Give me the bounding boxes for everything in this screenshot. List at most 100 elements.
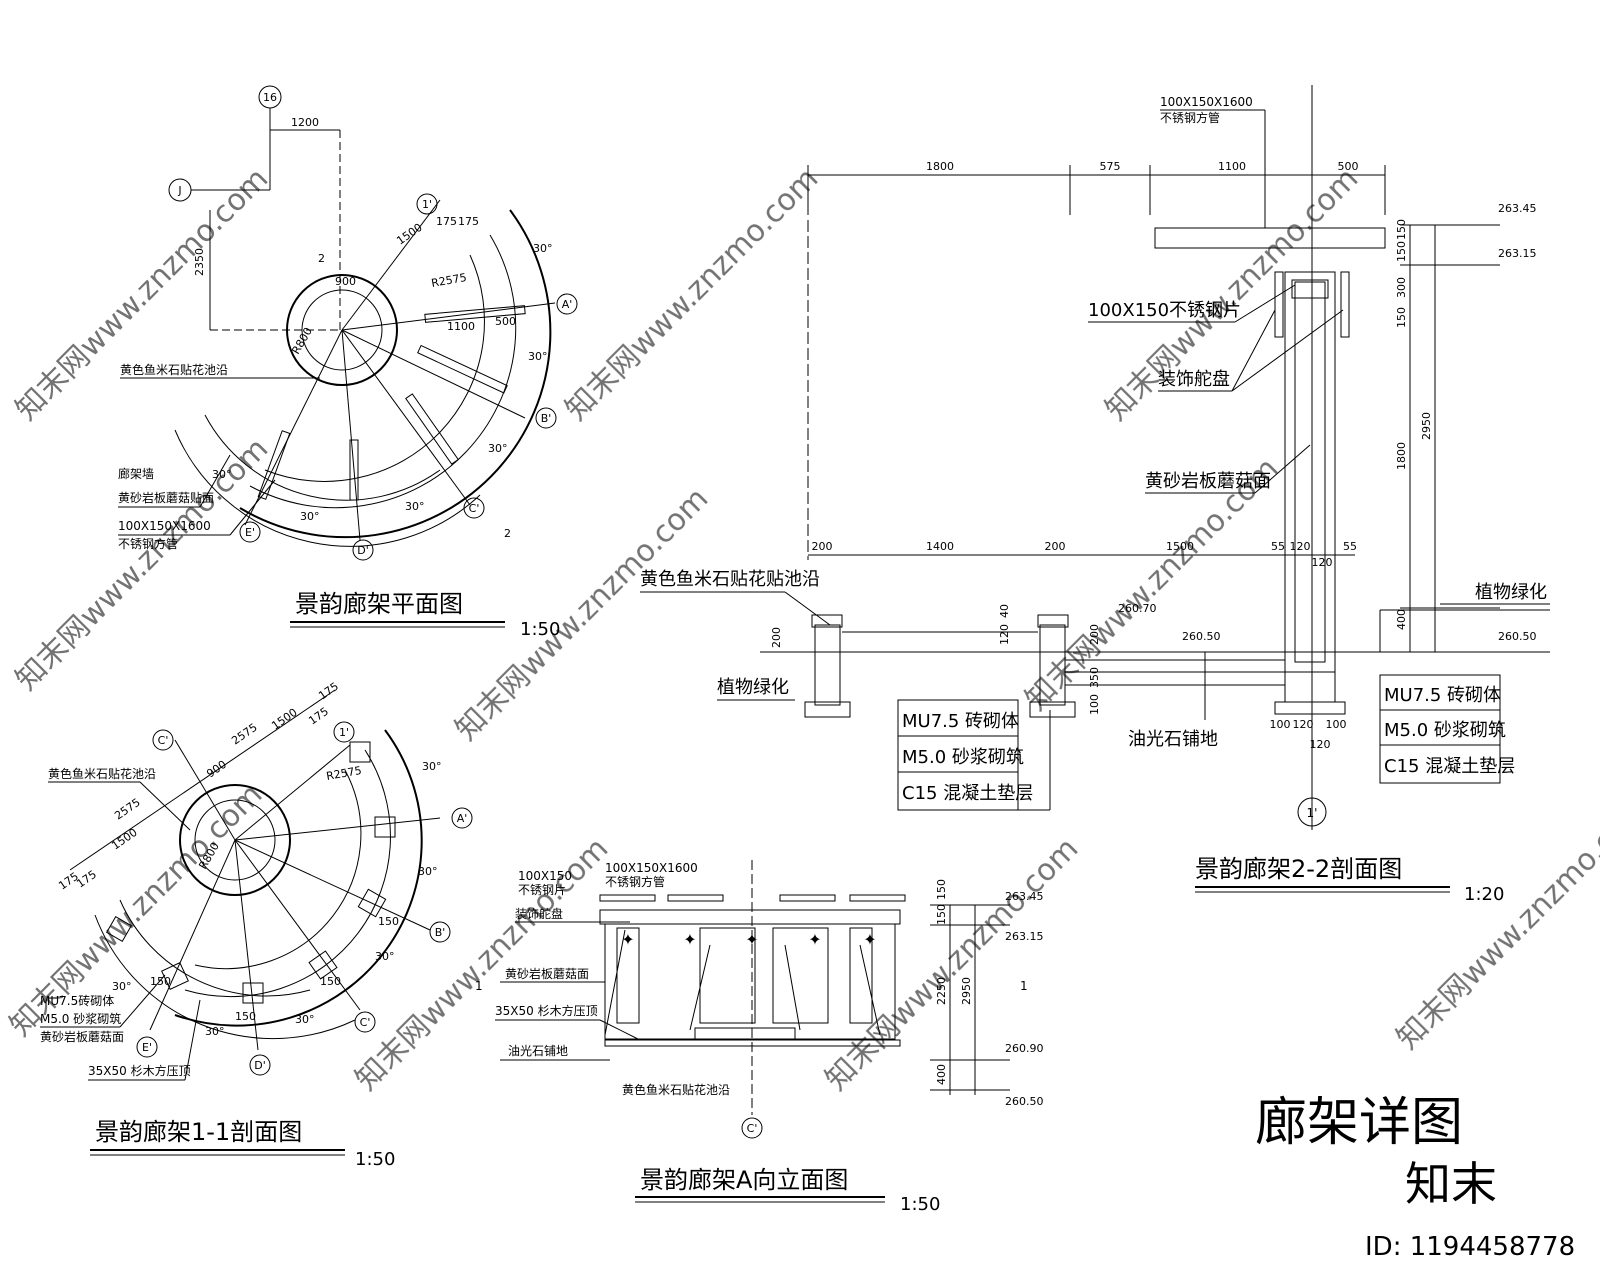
sec22-note: 100X150X1600 (1160, 95, 1253, 109)
sec22-dim: 120 (998, 624, 1011, 645)
section-mark: 1 (475, 979, 483, 993)
section-mark: 2 (504, 527, 511, 540)
sec22-note: 植物绿化 (717, 677, 789, 698)
elev-note: 油光石铺地 (508, 1044, 568, 1058)
watermark-text: 知末网www.znzmo.com (449, 481, 715, 747)
watermark-text: 知末网www.znzmo.com (1390, 790, 1600, 1056)
dec-disc-icon: ✦ (863, 930, 876, 949)
sec11-dim: 2575 (229, 721, 259, 748)
elev-dim: 150 (935, 904, 948, 925)
sec11-note: M5.0 砂浆砌筑 (40, 1011, 121, 1026)
watermark-layer: 知末网www.znzmo.com 知末网www.znzmo.com 知末网www… (3, 161, 1600, 1097)
elev-level: 263.15 (1005, 930, 1044, 943)
sec22-level: 260.70 (1118, 602, 1157, 615)
sec22-dim: 350 (1088, 667, 1101, 688)
plan-angle: 30° (300, 510, 320, 523)
sec11-dim: 1500 (269, 706, 299, 733)
sec22-level: 263.45 (1498, 202, 1537, 215)
watermark-text: 知末网www.znzmo.com (9, 161, 275, 427)
sec22-dim: 150 (1395, 219, 1408, 240)
sec22-dim: 400 (1395, 609, 1408, 630)
plan-dim: 1500 (394, 221, 424, 248)
grid-bubble-16: 16 (263, 91, 277, 104)
elev-note: 100X150X1600 (605, 861, 698, 875)
sec22-note: 植物绿化 (1475, 582, 1547, 603)
plan-note: 100X150X1600 (118, 519, 211, 533)
elev-note: 黄砂岩板蘑菇面 (505, 966, 589, 981)
watermark-text: 知末网www.znzmo.com (349, 831, 615, 1097)
sec22-dim: 1800 (926, 160, 954, 173)
sec22-dim: 200 (770, 627, 783, 648)
sec22-dim: 1100 (1218, 160, 1246, 173)
elev-level: 263.45 (1005, 890, 1044, 903)
plan-note: 廊架墙 (118, 466, 154, 481)
plan-note: 不锈钢方管 (118, 536, 178, 551)
elev-scale: 1:50 (900, 1194, 940, 1215)
sec22-dim: 1500 (1166, 540, 1194, 553)
plan-dim: 175 (458, 215, 479, 228)
elev-note: 不锈钢片 (518, 883, 566, 897)
section-mark: 2 (318, 252, 325, 265)
plan-dim: R800 (289, 325, 315, 356)
plan-angle: 30° (528, 350, 548, 363)
grid-bubble-ep: E' (142, 1041, 152, 1054)
sec22-note: 油光石铺地 (1128, 729, 1218, 750)
sec22-note: 黄色鱼米石贴花贴池沿 (640, 569, 820, 590)
sec11-note: 黄色鱼米石贴花池沿 (48, 766, 156, 781)
sec22-dim: 100 (1326, 718, 1347, 731)
elev-level: 260.90 (1005, 1042, 1044, 1055)
sec22-dim: 100 (1088, 694, 1101, 715)
watermark-id: ID: 1194458778 (1365, 1232, 1575, 1262)
grid-bubble-1p: 1' (422, 198, 432, 211)
sec22-title: 景韵廊架2-2剖面图 (1195, 855, 1402, 883)
material-note: MU7.5 砖砌体 (902, 711, 1019, 732)
sec11-dim: 150 (378, 915, 399, 928)
plan-angle: 30° (405, 500, 425, 513)
sec11-note: 黄砂岩板蘑菇面 (40, 1029, 124, 1044)
sec22-note: 100X150不锈钢片 (1088, 300, 1241, 321)
sec22-dim: 1400 (926, 540, 954, 553)
grid-bubble-ep: E' (245, 526, 255, 539)
sec22-dim: 500 (1338, 160, 1359, 173)
elev-dim: 2950 (960, 977, 973, 1005)
sec11-note: MU7.5砖砌体 (40, 993, 114, 1008)
sec11-angle: 30° (418, 865, 438, 878)
grid-bubble-cp2: C' (360, 1016, 371, 1029)
sec22-scale: 1:20 (1464, 884, 1504, 905)
plan-angle: 30° (488, 442, 508, 455)
elev-dim: 400 (935, 1064, 948, 1085)
sec11-angle: 30° (205, 1025, 225, 1038)
material-note: C15 混凝土垫层 (902, 783, 1033, 804)
sec11-dim: 2575 (112, 796, 142, 823)
elevation-a: ✦ ✦ ✦ ✦ ✦ C' 1 1 150 150 2250 2950 400 2… (475, 860, 1044, 1215)
grid-bubble-ap: A' (562, 298, 573, 311)
watermark-logo: 知末 (1405, 1157, 1497, 1211)
sec22-dim: 55 (1271, 540, 1285, 553)
plan-angle: 30° (533, 242, 553, 255)
sec22-note: 黄砂岩板蘑菇面 (1145, 471, 1271, 492)
sec22-dim: 120 (1293, 718, 1314, 731)
plan-title: 景韵廊架平面图 (295, 590, 463, 618)
sec11-dim: 175 (74, 868, 99, 891)
grid-bubble-j: J (177, 184, 181, 197)
watermark-text: 知末网www.znzmo.com (559, 161, 825, 427)
grid-bubble-1p: 1' (339, 726, 349, 739)
plan-dim: 900 (335, 275, 356, 288)
elev-title: 景韵廊架A向立面图 (640, 1166, 848, 1194)
sec11-dim: 900 (204, 758, 229, 781)
plan-dim: 175 (436, 215, 457, 228)
plan-dim: 2350 (193, 248, 206, 276)
plan-note: 黄砂岩板蘑菇贴面 (118, 490, 214, 505)
dec-disc-icon: ✦ (683, 930, 696, 949)
sec11-dim: R2575 (325, 764, 362, 783)
dec-disc-icon: ✦ (745, 930, 758, 949)
sec22-dim: 150 (1395, 241, 1408, 262)
sec11-dim: 150 (320, 975, 341, 988)
elev-level: 260.50 (1005, 1095, 1044, 1108)
plan-note: 黄色鱼米石贴花池沿 (120, 362, 228, 377)
material-note: C15 混凝土垫层 (1384, 756, 1515, 777)
plan-dim: 500 (495, 315, 516, 328)
sec22-dim: 120 (1310, 738, 1331, 751)
sec22-level: 263.15 (1498, 247, 1537, 260)
